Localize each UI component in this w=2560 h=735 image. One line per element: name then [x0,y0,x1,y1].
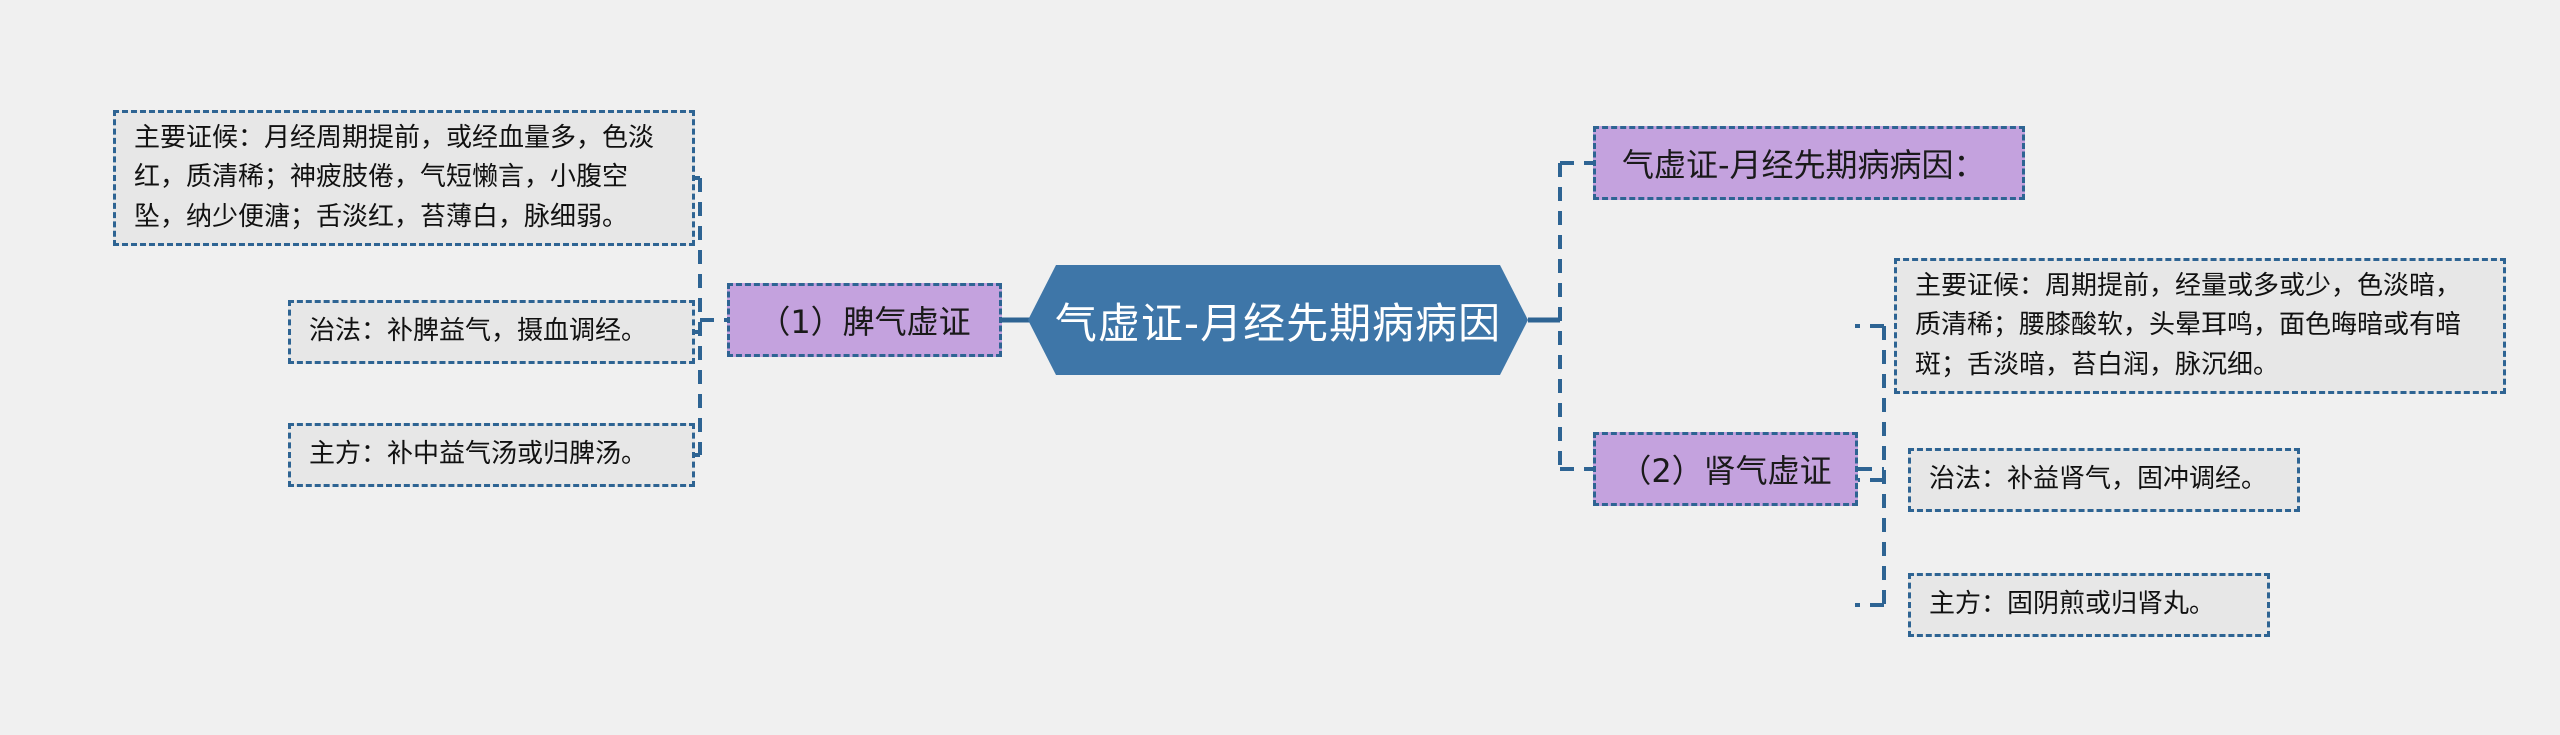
detail-box-text: 治法：补脾益气，摄血调经。 [309,316,648,347]
detail-box-text: 主方：固阴煎或归肾丸。 [1929,589,2216,620]
branch-node-label: （2）肾气虚证 [1619,452,1832,490]
center-node-label: 气虚证-月经先期病病因 [1054,298,1502,348]
right-header-label: 气虚证-月经先期病病因： [1622,146,1986,184]
detail-box-left-treatment[interactable]: 治法：补脾益气，摄血调经。 [288,300,695,364]
detail-box-text: 主要证候：月经周期提前，或经血量多，色淡红，质清稀；神疲肢倦，气短懒言，小腹空坠… [134,122,655,232]
center-node[interactable]: 气虚证-月经先期病病因 [1028,265,1528,375]
detail-box-right-treatment[interactable]: 治法：补益肾气，固冲调经。 [1908,448,2300,512]
detail-box-left-symptoms[interactable]: 主要证候：月经周期提前，或经血量多，色淡红，质清稀；神疲肢倦，气短懒言，小腹空坠… [113,110,695,246]
detail-box-text: 主方：补中益气汤或归脾汤。 [309,439,648,470]
branch-node-label: （1）脾气虚证 [758,303,971,341]
detail-box-right-symptoms[interactable]: 主要证候：周期提前，经量或多或少，色淡暗，质清稀；腰膝酸软，头晕耳鸣，面色晦暗或… [1894,258,2506,394]
detail-box-right-prescription[interactable]: 主方：固阴煎或归肾丸。 [1908,573,2270,637]
detail-box-text: 治法：补益肾气，固冲调经。 [1929,464,2268,495]
detail-box-text: 主要证候：周期提前，经量或多或少，色淡暗，质清稀；腰膝酸软，头晕耳鸣，面色晦暗或… [1915,270,2462,380]
branch-node-shen-qi-xu-zheng[interactable]: （2）肾气虚证 [1593,432,1858,506]
branch-node-pi-qi-xu-zheng[interactable]: （1）脾气虚证 [727,283,1002,357]
right-header-node[interactable]: 气虚证-月经先期病病因： [1593,126,2025,200]
detail-box-left-prescription[interactable]: 主方：补中益气汤或归脾汤。 [288,423,695,487]
